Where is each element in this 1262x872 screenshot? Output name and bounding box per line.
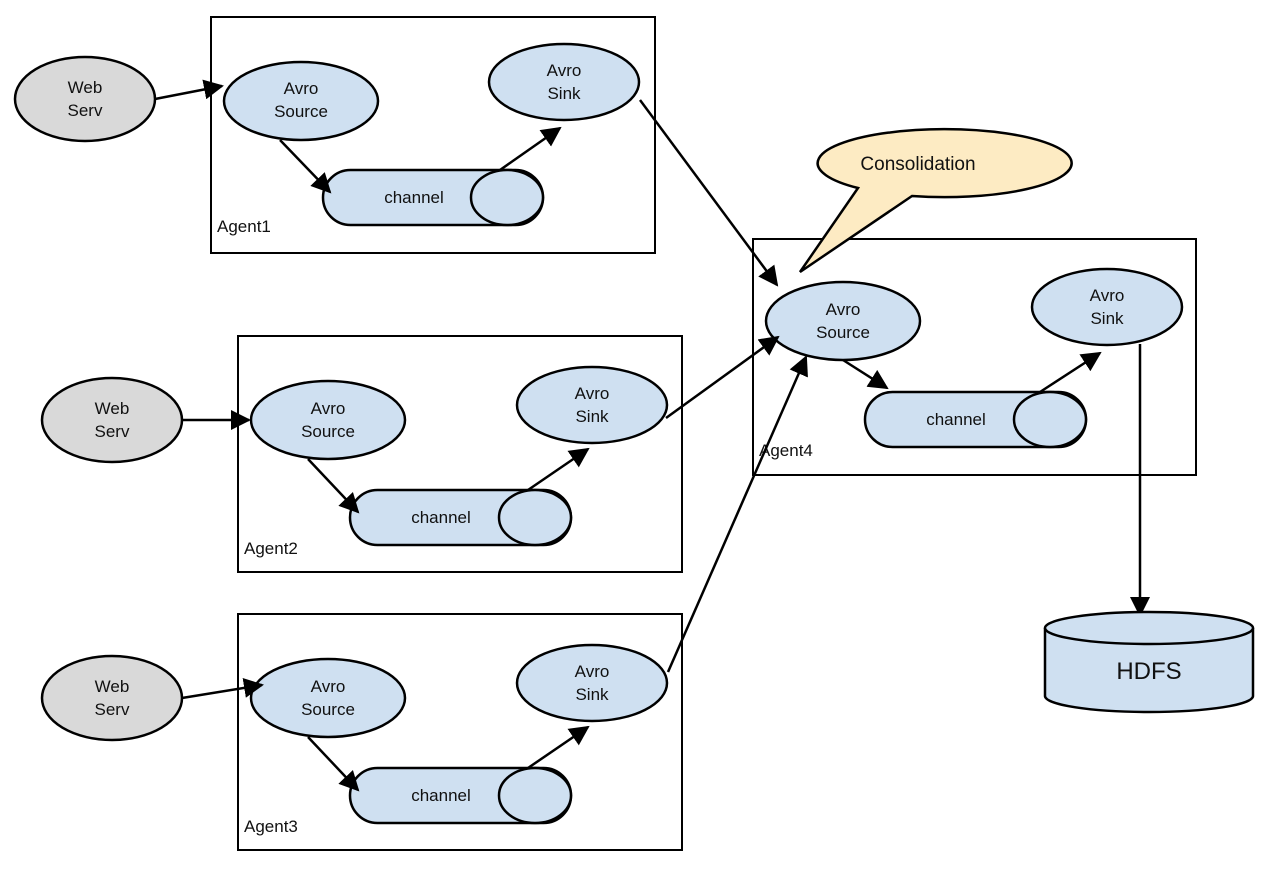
consolidation-callout-shape <box>798 127 1073 274</box>
agent-2-avro-source: Avro Source <box>249 379 407 461</box>
consolidation-callout: Consolidation <box>798 127 1073 274</box>
hdfs-label: HDFS <box>1116 658 1181 685</box>
agent-2-channel-label: channel <box>411 508 471 527</box>
agent-3-label: Agent3 <box>244 817 298 836</box>
agent-1-channel-end <box>469 168 545 227</box>
hdfs-cylinder-top <box>1043 610 1255 646</box>
agent-3-sink-to-agent-4-arrow <box>666 355 808 673</box>
web-server-1-line2: Serv <box>68 101 103 120</box>
agent-3-avro-sink: Avro Sink <box>515 643 669 723</box>
agent-4-sink-line2: Sink <box>1090 309 1124 328</box>
agent-4-channel-to-sink-arrow <box>1039 351 1102 394</box>
agent-1-avro-source: Avro Source <box>222 60 380 142</box>
agent-1-source-line2: Source <box>274 102 328 121</box>
agent-2-channel-end <box>497 488 573 547</box>
agent-4-channel: channel <box>863 390 1088 449</box>
hdfs-storage: HDFS <box>1043 610 1255 714</box>
agent-2: Agent2 Avro Source Avro Sink channel <box>237 335 683 573</box>
agent-4-sink-line1: Avro <box>1090 286 1125 305</box>
web-server-3: Web Serv <box>40 654 184 742</box>
agent-3-channel: channel <box>348 766 573 825</box>
agent-2-channel: channel <box>348 488 573 547</box>
agent-4-avro-source: Avro Source <box>764 280 922 362</box>
agent-1-source-to-channel-arrow <box>279 139 332 194</box>
web-server-1-line1: Web <box>68 78 103 97</box>
agent-3-source-line1: Avro <box>311 677 346 696</box>
agent-4-source-shape <box>764 280 922 362</box>
agent-2-sink-to-agent-4-arrow <box>665 335 780 420</box>
agent-4-channel-label: channel <box>926 410 986 429</box>
agent-4-sink-shape <box>1030 267 1184 347</box>
agent-2-source-line1: Avro <box>311 399 346 418</box>
agent-2-source-shape <box>249 379 407 461</box>
web-server-2-line1: Web <box>95 399 130 418</box>
agent-2-label: Agent2 <box>244 539 298 558</box>
agent-4-source-to-channel-arrow <box>842 358 889 390</box>
agent-3-channel-label: channel <box>411 786 471 805</box>
web-server-3-shape <box>40 654 184 742</box>
hdfs-cylinder-body <box>1043 628 1255 714</box>
agent-1-label: Agent1 <box>217 217 271 236</box>
agent-2-sink-line2: Sink <box>575 407 609 426</box>
consolidation-callout-label: Consolidation <box>860 154 975 175</box>
web-server-1: Web Serv <box>13 55 157 143</box>
web-server-2: Web Serv <box>40 376 184 464</box>
agent-2-source-to-channel-arrow <box>307 458 360 514</box>
agent-4-box <box>752 238 1197 476</box>
agent-4-channel-end <box>1012 390 1088 449</box>
agent-1-sink-line2: Sink <box>547 84 581 103</box>
agent-4-label: Agent4 <box>759 441 813 460</box>
agent-1-channel-to-sink-arrow <box>499 126 562 172</box>
agent-3-avro-source: Avro Source <box>249 657 407 739</box>
agent-3-sink-line1: Avro <box>575 662 610 681</box>
agent-3-source-shape <box>249 657 407 739</box>
agent-2-box <box>237 335 683 573</box>
web-server-1-shape <box>13 55 157 143</box>
agent-1-source-shape <box>222 60 380 142</box>
agent-2-avro-sink: Avro Sink <box>515 365 669 445</box>
agent-4-source-line1: Avro <box>826 300 861 319</box>
agent-1-sink-to-agent-4-arrow <box>638 99 779 287</box>
agent-2-source-line2: Source <box>301 422 355 441</box>
web-server-3-line1: Web <box>95 677 130 696</box>
agent-4-source-line2: Source <box>816 323 870 342</box>
agent-1-sink-line1: Avro <box>547 61 582 80</box>
agent-3: Agent3 Avro Source Avro Sink channel <box>237 613 683 851</box>
agent-3-channel-end <box>497 766 573 825</box>
agent-3-source-to-channel-arrow <box>307 736 360 792</box>
agent-4: Agent4 Avro Source Avro Sink channel <box>752 238 1197 476</box>
web-server-1-to-agent-1-arrow <box>154 79 224 101</box>
agent-1-channel-label: channel <box>384 188 444 207</box>
agent-1-source-line1: Avro <box>284 79 319 98</box>
web-server-2-line2: Serv <box>95 422 130 441</box>
agent-1: Agent1 Avro Source Avro Sink channel <box>210 16 656 254</box>
agent-1-sink-shape <box>487 42 641 122</box>
web-server-3-line2: Serv <box>95 700 130 719</box>
agent-3-box <box>237 613 683 851</box>
agent-3-sink-line2: Sink <box>575 685 609 704</box>
agent-4-avro-sink: Avro Sink <box>1030 267 1184 347</box>
agent-2-channel-to-sink-arrow <box>527 447 590 492</box>
agent-1-channel: channel <box>321 168 545 227</box>
agent-3-channel-to-sink-arrow <box>527 725 590 770</box>
web-server-3-to-agent-3-arrow <box>181 678 264 700</box>
agent-2-sink-line1: Avro <box>575 384 610 403</box>
agent-1-box <box>210 16 656 254</box>
web-server-2-shape <box>40 376 184 464</box>
agent-1-avro-sink: Avro Sink <box>487 42 641 122</box>
agent-2-sink-shape <box>515 365 669 445</box>
agent-3-sink-shape <box>515 643 669 723</box>
agent-3-source-line2: Source <box>301 700 355 719</box>
